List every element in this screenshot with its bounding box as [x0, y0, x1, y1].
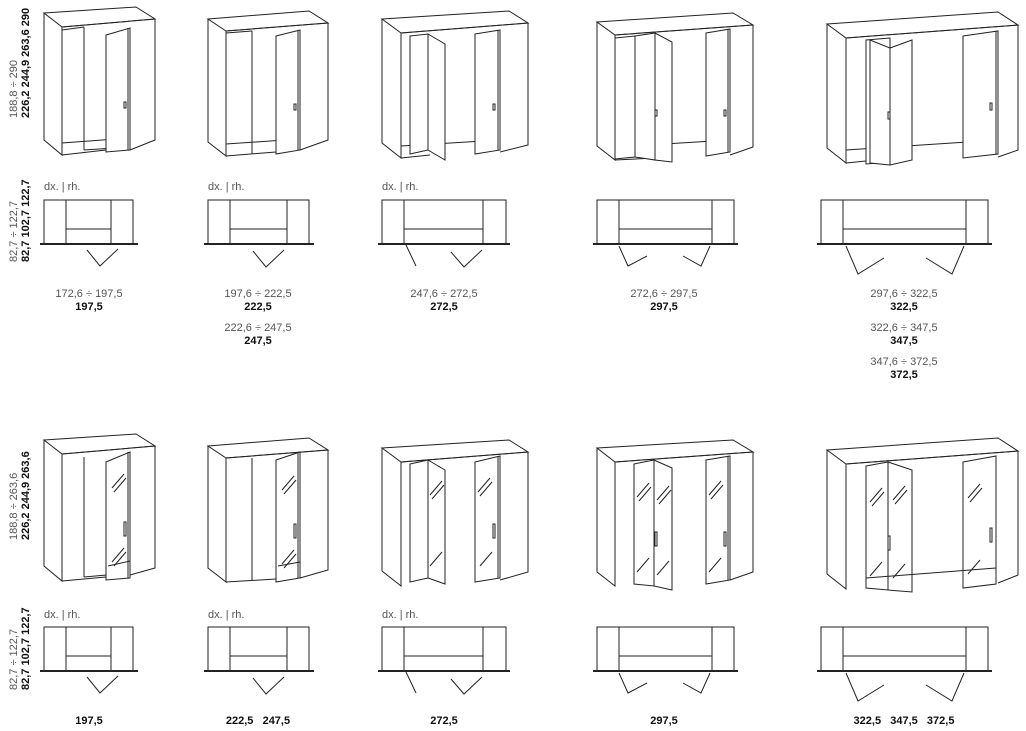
elevation-top-4 — [597, 13, 753, 162]
plan-bottom-3 — [378, 627, 510, 694]
plan-tag-bottom-2: dx. | rh. — [208, 609, 245, 621]
elevation-top-1 — [44, 7, 155, 155]
plan-top-1 — [40, 200, 138, 266]
width-top-3a-range: 247,6 ÷ 272,5 — [410, 288, 478, 300]
width-top-2a-value: 222,5 — [244, 301, 272, 313]
elevation-top-3 — [382, 11, 528, 160]
width-top-5c-value: 372,5 — [890, 369, 918, 381]
width-top-4a-range: 272,6 ÷ 297,5 — [630, 288, 698, 300]
width-top-2b-range: 222,6 ÷ 247,5 — [224, 322, 292, 334]
width-top-5c-range: 347,6 ÷ 372,5 — [870, 356, 938, 368]
width-top-3a-value: 272,5 — [430, 301, 458, 313]
width-top-5a-value: 322,5 — [890, 301, 918, 313]
width-top-1a-value: 197,5 — [75, 301, 103, 313]
plan-top-4 — [593, 200, 738, 266]
width-top-2b-value: 247,5 — [244, 335, 272, 347]
plan-bottom-2 — [204, 627, 314, 694]
width-top-5b-range: 322,6 ÷ 347,5 — [870, 322, 938, 334]
width-top-2a-range: 197,6 ÷ 222,5 — [224, 288, 292, 300]
plan-tag-bottom-3: dx. | rh. — [382, 609, 419, 621]
elevation-bottom-5 — [827, 438, 1018, 592]
width-top-5a-range: 297,6 ÷ 322,5 — [870, 288, 938, 300]
elevation-bottom-1 — [44, 434, 155, 581]
elevation-top-5 — [827, 12, 1018, 165]
plan-top-3 — [378, 200, 510, 267]
width-bottom-5: 322,5 347,5 372,5 — [853, 715, 955, 727]
plan-tag-top-3: dx. | rh. — [382, 181, 419, 193]
plan-tag-top-1: dx. | rh. — [44, 181, 81, 193]
elevation-bottom-3 — [382, 440, 528, 586]
plan-tag-bottom-1: dx. | rh. — [44, 609, 81, 621]
elevation-top-2 — [208, 11, 328, 156]
width-bottom-4: 297,5 — [650, 715, 678, 727]
plan-tag-top-2: dx. | rh. — [208, 181, 245, 193]
plan-bottom-1 — [40, 627, 138, 693]
plan-bottom-4 — [593, 627, 738, 693]
width-top-1a-range: 172,6 ÷ 197,5 — [55, 288, 123, 300]
width-top-4a-value: 297,5 — [650, 301, 678, 313]
plan-bottom-5 — [817, 627, 992, 701]
width-top-5b-value: 347,5 — [890, 335, 918, 347]
width-bottom-3: 272,5 — [430, 715, 458, 727]
elevation-bottom-4 — [597, 440, 753, 590]
width-bottom-2: 222,5 247,5 — [225, 715, 291, 727]
width-bottom-1: 197,5 — [75, 715, 103, 727]
elevation-bottom-2 — [208, 438, 328, 582]
plan-top-5 — [817, 200, 992, 274]
plan-top-2 — [204, 200, 314, 267]
